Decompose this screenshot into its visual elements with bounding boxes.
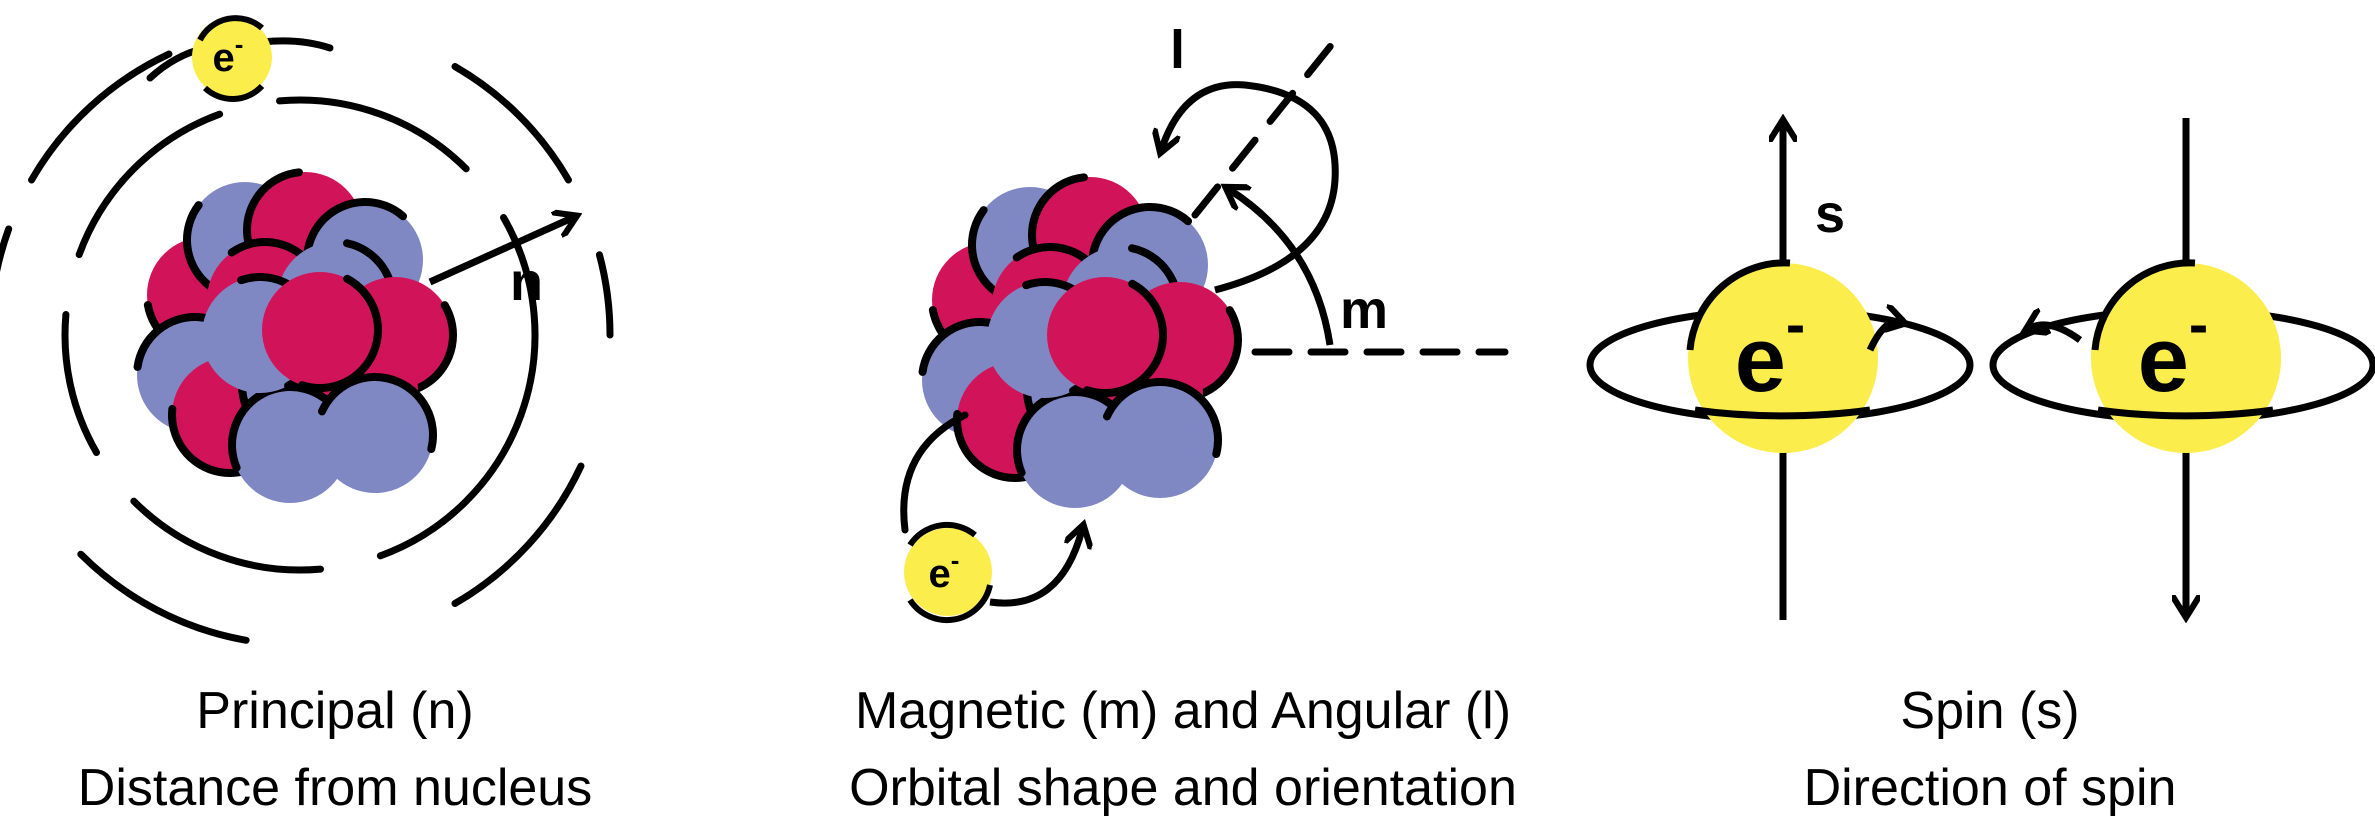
proton: [262, 272, 378, 388]
shell-arc: [77, 550, 250, 644]
neutron: [317, 377, 433, 493]
caption-spin-subtitle: Direction of spin: [1804, 759, 2177, 817]
label-n: n: [510, 252, 543, 312]
neutron: [1017, 392, 1133, 508]
shell-arc: [61, 311, 100, 456]
electron-symbol: e-: [929, 545, 960, 596]
electron-symbol: e-: [1735, 292, 1806, 412]
shell-arc: [595, 251, 614, 339]
electron-symbol: e-: [2138, 292, 2209, 412]
panel-magnetic-angular: m l e- Magnetic (m) and Angular (l) Orbi…: [849, 20, 1517, 817]
nucleon-outline: [1083, 279, 1167, 397]
nucleon-outline: [318, 373, 437, 454]
orbiting-electron: e-: [900, 411, 1082, 624]
panel-spin: e- s e- Spin (s) Direction of spin: [1586, 118, 2375, 817]
nucleon-outline: [298, 274, 382, 392]
neutron: [1102, 382, 1218, 498]
shell-arc: [28, 50, 173, 184]
proton: [1047, 277, 1163, 393]
shell-arc: [451, 462, 585, 607]
caption-principal-title: Principal (n): [196, 682, 473, 740]
label-m: m: [1340, 280, 1388, 340]
nucleon-outline: [228, 383, 343, 472]
nucleus: [918, 173, 1242, 508]
neutron: [232, 387, 348, 503]
orbiting-electron: e-: [146, 15, 334, 102]
label-l: l: [1170, 20, 1185, 80]
caption-magnetic-subtitle: Orbital shape and orientation: [849, 759, 1517, 817]
caption-principal-subtitle: Distance from nucleus: [78, 759, 592, 817]
caption-spin-title: Spin (s): [1900, 682, 2079, 740]
nucleon-outline: [1103, 378, 1222, 459]
shell-arc: [130, 497, 324, 574]
caption-magnetic-title: Magnetic (m) and Angular (l): [855, 682, 1511, 740]
label-s: s: [1815, 184, 1845, 244]
shell-arc: [0, 225, 13, 273]
nucleus: [133, 168, 457, 503]
shell-arc: [75, 110, 224, 259]
electron-spin-down: e-: [1989, 118, 2375, 612]
radius-arrow: [428, 218, 572, 286]
electron-symbol: e-: [213, 29, 244, 80]
panel-principal: n e- Principal (n) Distance from nucleus: [0, 15, 614, 817]
nucleon-outline: [1013, 388, 1128, 477]
shell-arc: [376, 411, 525, 560]
vertical-axis-dashed: [1191, 24, 1349, 219]
shell-arc: [276, 96, 470, 173]
orbit-loop-l: [1162, 81, 1339, 294]
shell-arc: [451, 63, 572, 184]
electron-spin-up: e- s: [1586, 125, 1974, 620]
